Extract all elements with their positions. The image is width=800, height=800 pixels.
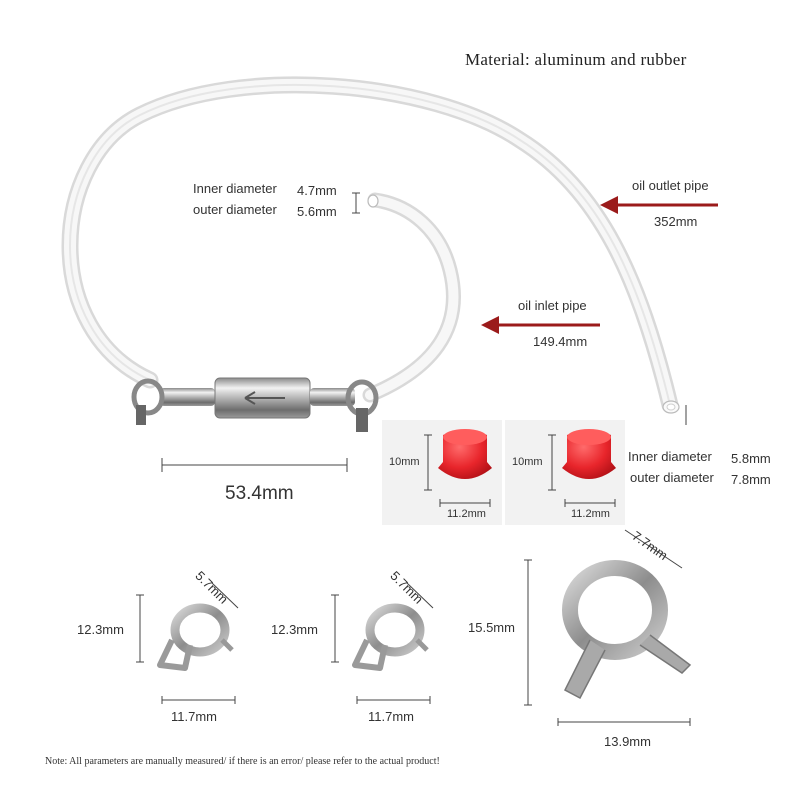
cap-1-width: 11.2mm xyxy=(447,508,486,520)
filter-length: 53.4mm xyxy=(225,483,294,504)
outlet-label: oil outlet pipe xyxy=(632,178,709,193)
clip-3-height: 15.5mm xyxy=(468,620,515,635)
rubber-cap-2 xyxy=(562,429,616,479)
filter-clamp-right xyxy=(345,379,379,432)
cap-outer-label: outer diameter xyxy=(630,470,714,485)
rubber-cap-1 xyxy=(438,429,492,479)
clip-2-width: 11.7mm xyxy=(368,709,414,724)
clip-3-width: 13.9mm xyxy=(604,734,651,749)
tube-outer-label: outer diameter xyxy=(193,202,277,217)
clip-1-width: 11.7mm xyxy=(171,709,217,724)
cap-inner-value: 5.8mm xyxy=(731,451,771,466)
clip-1-height: 12.3mm xyxy=(77,622,124,637)
outlet-tube xyxy=(61,76,680,414)
inlet-length: 149.4mm xyxy=(533,334,588,349)
small-clip-2 xyxy=(352,603,429,671)
outlet-length: 352mm xyxy=(654,214,698,229)
cap-outer-value: 7.8mm xyxy=(731,472,771,487)
filter-clamp-left xyxy=(131,378,165,425)
cap-1-height: 10mm xyxy=(389,456,420,468)
tube-inner-value: 4.7mm xyxy=(297,183,337,198)
cap-inner-label: Inner diameter xyxy=(628,449,712,464)
cap-2-width: 11.2mm xyxy=(571,508,610,520)
clip-2-height: 12.3mm xyxy=(271,622,318,637)
tube-outer-value: 5.6mm xyxy=(297,204,337,219)
inlet-arrow xyxy=(481,316,600,334)
measurement-note: Note: All parameters are manually measur… xyxy=(45,756,440,767)
tube-inner-label: Inner diameter xyxy=(193,181,277,196)
cap-dimension-lines xyxy=(424,434,616,507)
fuel-filter xyxy=(160,377,355,419)
clip-dimension-lines xyxy=(136,529,691,726)
inlet-label: oil inlet pipe xyxy=(518,298,587,313)
inlet-diameter-marker xyxy=(352,192,360,214)
material-title: Material: aluminum and rubber xyxy=(465,50,687,69)
small-clip-1 xyxy=(157,603,234,671)
large-clip xyxy=(562,560,692,700)
outlet-arrow xyxy=(600,196,718,214)
cap-2-height: 10mm xyxy=(512,456,543,468)
filter-length-dimension xyxy=(161,458,348,472)
inlet-tube xyxy=(362,192,461,403)
